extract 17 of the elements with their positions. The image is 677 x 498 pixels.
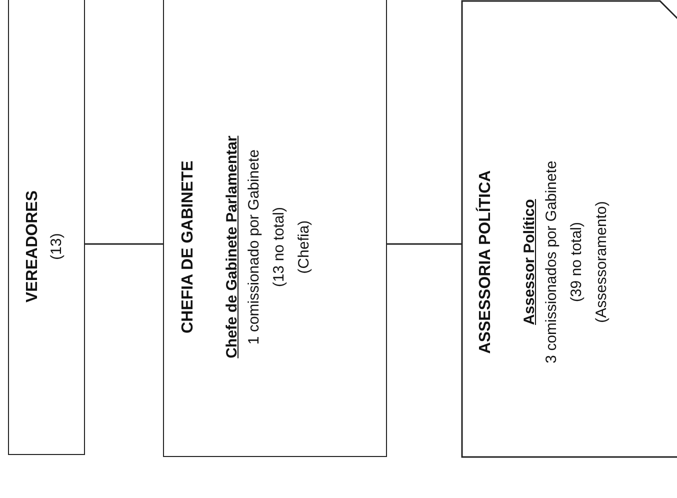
role-description: (13 no total) <box>269 206 288 287</box>
role-description: (Assessoramento) <box>592 201 611 323</box>
role-description: (39 no total) <box>567 222 586 302</box>
org-box <box>462 1 677 457</box>
role-title: Chefe de Gabinete Parlamentar <box>223 135 241 358</box>
connector-line <box>85 243 163 245</box>
connector-line <box>387 243 462 245</box>
box-heading: ASSESSORIA POLÍTICA <box>476 170 495 354</box>
org-box <box>163 0 387 457</box>
box-heading: VEREADORES <box>23 190 42 303</box>
org-box <box>8 0 85 455</box>
role-title: Assessor Político <box>521 199 539 325</box>
role-description: 3 comissionados por Gabinete <box>542 160 561 364</box>
role-description: 1 comissionado por Gabinete <box>244 148 263 344</box>
role-description: (Chefia) <box>294 220 313 274</box>
count-label: (13) <box>47 233 66 260</box>
box-heading: CHEFIA DE GABINETE <box>178 160 197 333</box>
